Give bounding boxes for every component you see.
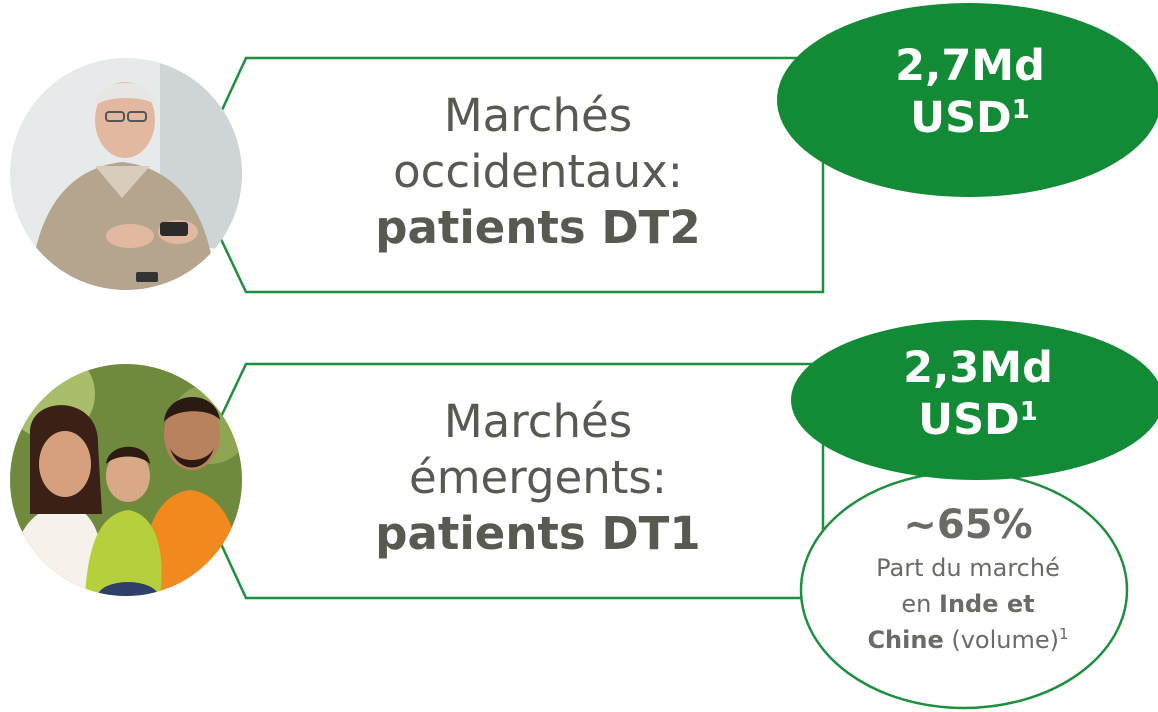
older-man-testing-glucose-icon xyxy=(10,58,242,290)
value-western: 2,7Md USD1 xyxy=(860,40,1080,144)
value-amount: 2,3Md xyxy=(903,343,1053,393)
footnote-marker: 1 xyxy=(1059,625,1069,643)
value-oval-western xyxy=(777,3,1158,197)
card-title-line1: Marchés xyxy=(443,395,633,448)
card-title-line2: émergents: xyxy=(409,451,667,504)
value-oval-emerging xyxy=(791,320,1158,480)
share-line3-bold: Chine xyxy=(867,626,944,654)
value-amount: 2,7Md xyxy=(895,41,1045,91)
value-currency: USD xyxy=(910,93,1012,143)
card-title-bold: patients DT2 xyxy=(375,201,701,254)
share-line3-suffix: (volume) xyxy=(943,626,1059,654)
card-title-emerging: Marchés émergents: patients DT1 xyxy=(328,394,748,562)
card-title-line1: Marchés xyxy=(443,89,633,142)
older-man-photo xyxy=(10,58,242,290)
share-percent: ~65% xyxy=(903,502,1033,548)
share-line2-bold: Inde et xyxy=(939,590,1035,618)
footnote-marker: 1 xyxy=(1011,95,1030,125)
card-title-line2: occidentaux: xyxy=(393,145,683,198)
share-line2-prefix: en xyxy=(901,590,940,618)
family-photo xyxy=(10,364,242,596)
card-title-western: Marchés occidentaux: patients DT2 xyxy=(328,88,748,256)
value-emerging: 2,3Md USD1 xyxy=(868,342,1088,446)
footnote-marker: 1 xyxy=(1019,397,1038,427)
share-line1: Part du marché xyxy=(876,554,1060,582)
market-share: ~65% Part du marché en Inde et Chine (vo… xyxy=(834,500,1102,658)
family-with-child-icon xyxy=(10,364,242,596)
card-title-bold: patients DT1 xyxy=(375,507,701,560)
value-currency: USD xyxy=(918,395,1020,445)
